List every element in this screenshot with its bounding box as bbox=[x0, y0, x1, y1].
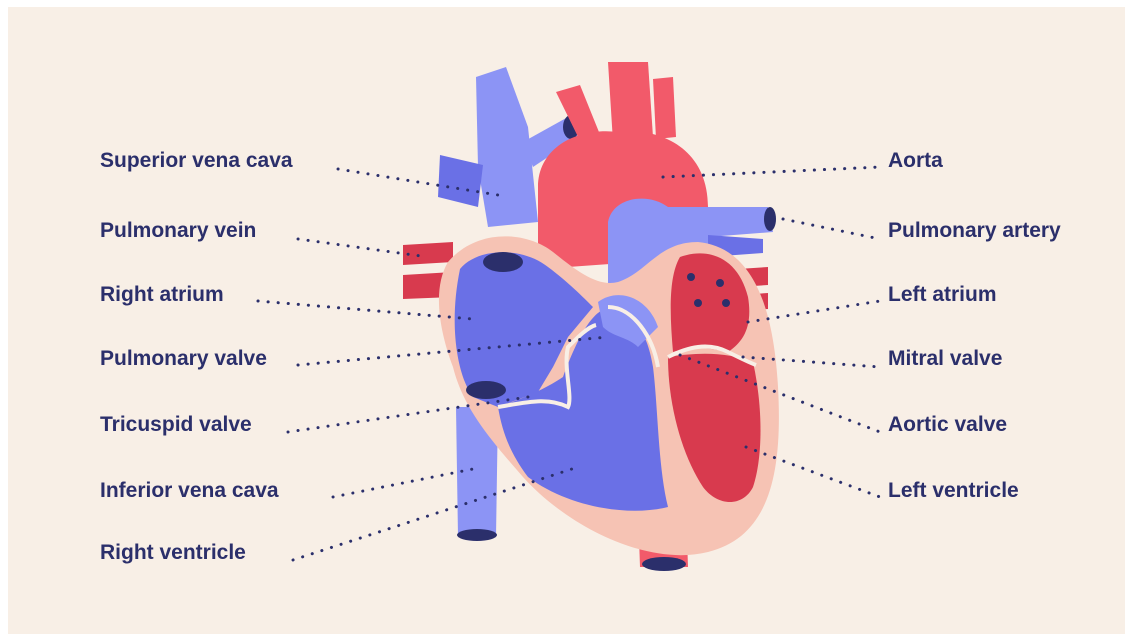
label-right-atrium: Right atrium bbox=[100, 283, 224, 307]
pulmonary-vein-inlet-1 bbox=[687, 273, 695, 281]
leader-inferior-vena-cava bbox=[333, 469, 473, 497]
aorta-trunk bbox=[608, 62, 653, 142]
descending-aorta-opening bbox=[642, 557, 686, 571]
pulmonary-vein-inlet-2 bbox=[716, 279, 724, 287]
pulmonary-vein-left bbox=[403, 242, 453, 265]
ivc-atrium-opening bbox=[466, 381, 506, 399]
heart-diagram-canvas: Superior vena cava Pulmonary vein Right … bbox=[8, 7, 1125, 634]
label-tricuspid-valve: Tricuspid valve bbox=[100, 413, 252, 437]
right-atrium-opening bbox=[483, 252, 523, 272]
label-aortic-valve: Aortic valve bbox=[888, 413, 1007, 437]
pulmonary-vein-inlet-3 bbox=[694, 299, 702, 307]
label-pulmonary-vein: Pulmonary vein bbox=[100, 219, 256, 243]
label-pulmonary-artery: Pulmonary artery bbox=[888, 219, 1061, 243]
label-right-ventricle: Right ventricle bbox=[100, 541, 246, 565]
label-aorta: Aorta bbox=[888, 149, 943, 173]
pulmonary-artery-opening bbox=[764, 207, 776, 231]
aorta-branch-right bbox=[653, 77, 676, 139]
label-pulmonary-valve: Pulmonary valve bbox=[100, 347, 267, 371]
label-left-atrium: Left atrium bbox=[888, 283, 997, 307]
label-superior-vena-cava: Superior vena cava bbox=[100, 149, 293, 173]
label-left-ventricle: Left ventricle bbox=[888, 479, 1019, 503]
svc-branch bbox=[438, 155, 483, 207]
label-inferior-vena-cava: Inferior vena cava bbox=[100, 479, 279, 503]
label-mitral-valve: Mitral valve bbox=[888, 347, 1002, 371]
leader-pulmonary-artery bbox=[783, 219, 880, 239]
heart-illustration bbox=[8, 7, 1125, 634]
pulmonary-vein-inlet-4 bbox=[722, 299, 730, 307]
ivc-opening bbox=[457, 529, 497, 541]
